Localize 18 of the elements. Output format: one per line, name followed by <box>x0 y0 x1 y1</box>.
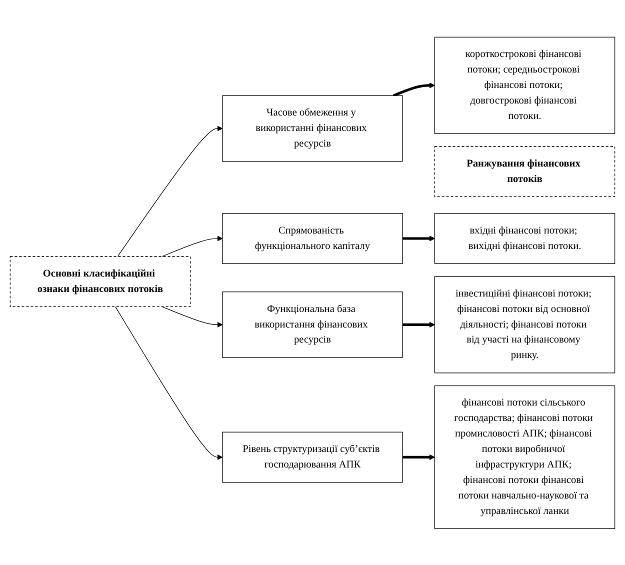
node-box: Часове обмеження у використанні фінансових ресурсів <box>222 94 403 162</box>
node-box: фінансові потоки сільського господарства; фінансові потоки промисловості АПК; фінансові потоки виробничої інфраструктури АПК; фінансові потоки фінансові потоки навчально-наукової та управлінської ланки <box>434 385 616 529</box>
arrow <box>392 82 435 96</box>
node-box: Рівень структуризації суб’єктів господарювання АПК <box>222 431 403 482</box>
node-box: Спрямованість функціонального капіталу <box>222 212 403 264</box>
arrow <box>162 235 223 256</box>
arrow <box>402 235 435 241</box>
arrow <box>162 306 223 328</box>
arrow <box>402 454 435 460</box>
node-box: Ранжування фінансових потоків <box>434 146 616 197</box>
arrow <box>117 125 223 256</box>
node-box: Функціональна база використання фінансових ресурсів <box>222 291 403 358</box>
arrow <box>115 306 223 460</box>
node-box: вхідні фінансові потоки; вихідні фінансові потоки. <box>434 212 616 264</box>
node-box: короткострокові фінансові потоки; середньострокові фінансові потоки; довгострокові фінансові потоки. <box>434 36 616 134</box>
arrow <box>402 321 435 328</box>
node-box: інвестиційні фінансові потоки; фінансові потоки від основної діяльності; фінансові потоки від участі на фінансовому ринку. <box>434 276 616 373</box>
node-box: Основні класифікаційні ознаки фінансових потоків <box>10 256 191 307</box>
